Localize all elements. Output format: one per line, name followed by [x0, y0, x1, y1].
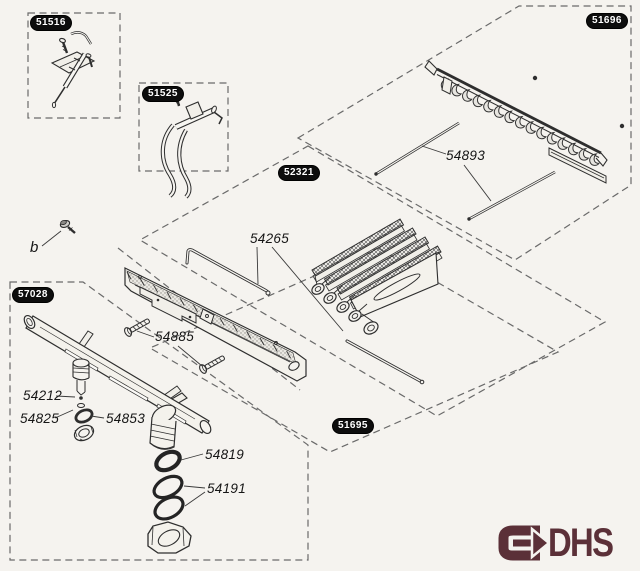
dhs-logo-icon	[498, 525, 551, 561]
leader-lines	[41, 145, 492, 507]
badge-51525: 51525	[142, 86, 184, 102]
dashed-box-57028	[9, 281, 309, 561]
part-label-54893: 54893	[446, 148, 486, 163]
hex-nut	[147, 521, 192, 554]
part-label-54819: 54819	[205, 447, 245, 462]
part-label-54853: 54853	[106, 411, 146, 426]
o-ring-54191-b	[153, 495, 185, 521]
o-ring-54191-a	[152, 474, 184, 500]
igniter-electrode-drawing	[50, 31, 96, 109]
dashed-boundaries	[9, 5, 632, 561]
burner-stack-drawing	[311, 218, 443, 335]
gas-manifold-drawing	[23, 314, 212, 450]
part-label-54825: 54825	[20, 411, 60, 426]
part-label-54265: 54265	[250, 231, 290, 246]
part-label-54212: 54212	[23, 388, 63, 403]
part-label-b: b	[30, 239, 39, 256]
part-label-54885: 54885	[155, 329, 195, 344]
badge-51516: 51516	[30, 15, 72, 31]
support-plate-drawing	[124, 267, 307, 382]
badge-57028: 57028	[12, 287, 54, 303]
dashed-plane-52321	[138, 145, 607, 417]
electrode-wires-drawing	[160, 90, 223, 199]
badge-51695: 51695	[332, 418, 374, 434]
badge-51696: 51696	[586, 13, 628, 29]
badge-52321: 52321	[278, 165, 320, 181]
dashed-plane-51696	[296, 5, 632, 261]
bolt-b-drawing	[59, 219, 76, 234]
dashed-plane-51695	[148, 247, 560, 453]
support-rods-54265	[185, 248, 425, 385]
seal-rings-drawing	[147, 449, 192, 554]
flame-rail-drawing	[424, 60, 625, 184]
dhs-logo-text: DHS	[548, 521, 614, 565]
support-rods-54893	[374, 121, 556, 221]
part-label-54191: 54191	[207, 481, 247, 496]
o-ring-54819	[154, 449, 182, 473]
dashed-box-51516	[27, 12, 121, 119]
